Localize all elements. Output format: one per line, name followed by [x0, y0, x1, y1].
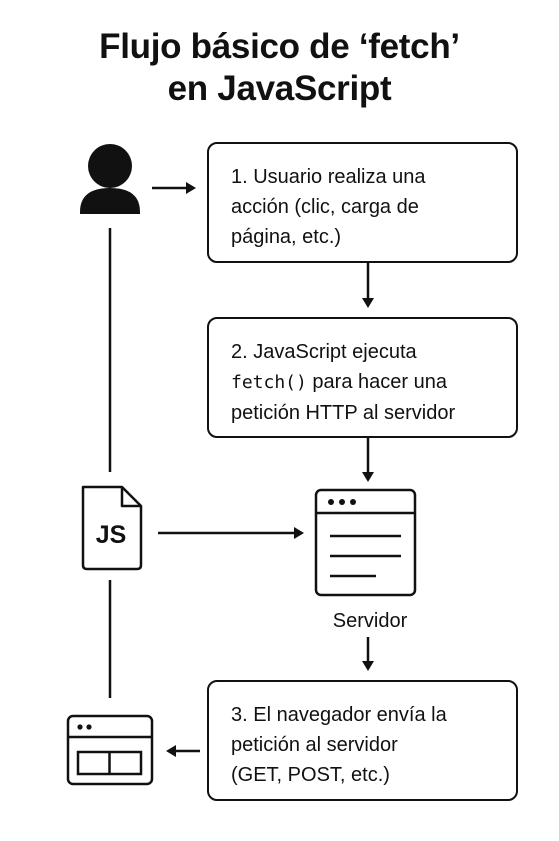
arrow-step1-to-step2 [362, 263, 374, 308]
diagram-title: Flujo básico de ‘fetch’ en JavaScript [0, 26, 559, 110]
step-1-line-2: acción (clic, carga de [231, 196, 419, 218]
server-label: Servidor [332, 610, 408, 632]
step-2-line-2: fetch() para hacer una [231, 367, 502, 398]
arrow-step2-to-server [362, 438, 374, 482]
step-1-box: 1. Usuario realiza una acción (clic, car… [207, 142, 518, 263]
server-window-icon [314, 488, 417, 597]
browser-window-icon [66, 714, 154, 786]
step-3-line-2: petición al servidor [231, 734, 398, 756]
step-3-line-1: 3. El navegador envía la [231, 704, 447, 726]
js-file-icon [81, 485, 143, 571]
step-2-line-1: 2. JavaScript ejecuta [231, 341, 417, 363]
arrow-step3-to-browser [166, 745, 200, 757]
arrow-user-to-step1 [152, 182, 196, 194]
step-2-line-2-text: para hacer una [306, 371, 447, 393]
arrow-server-to-step3 [362, 637, 374, 671]
step-2-line-3: petición HTTP al servidor [231, 402, 456, 424]
fetch-code-snippet: fetch() [231, 372, 307, 393]
step-3-box: 3. El navegador envía la petición al ser… [207, 680, 518, 801]
js-file-label: JS [95, 521, 127, 549]
step-1-line-3: página, etc.) [231, 226, 342, 248]
step-1-line-1: 1. Usuario realiza una [231, 166, 426, 188]
arrow-js-to-server [158, 527, 304, 539]
step-3-line-3: (GET, POST, etc.) [231, 764, 390, 786]
title-line-1: Flujo básico de ‘fetch’ [99, 27, 460, 66]
step-2-box: 2. JavaScript ejecuta fetch() para hacer… [207, 317, 518, 438]
user-icon [80, 144, 140, 214]
title-line-2: en JavaScript [167, 69, 392, 108]
